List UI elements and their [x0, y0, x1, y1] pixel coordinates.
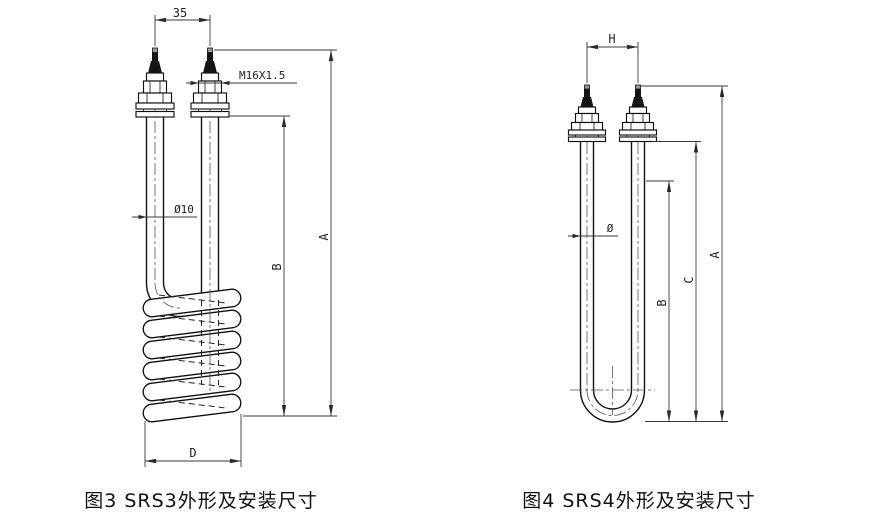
srs3-thread-label: M16X1.5	[239, 69, 285, 82]
srs4-dim-b-label: B	[655, 299, 669, 306]
srs4-left-terminal	[567, 84, 607, 143]
srs3-coil	[142, 288, 242, 423]
srs3-caption: 图3 SRS3外形及安装尺寸	[84, 490, 318, 512]
srs4-dim-b: B	[646, 180, 674, 422]
figure-srs4: H Ø A C B 图4 SRS4外形及安装尺寸	[522, 32, 756, 512]
srs4-tube	[579, 141, 646, 423]
srs3-dim-thread: M16X1.5	[186, 69, 297, 86]
srs3-dim-a-label: A	[317, 233, 331, 241]
srs4-diameter-label: Ø	[607, 222, 614, 235]
srs3-dim-diameter: Ø10	[132, 203, 197, 220]
srs3-diameter-label: Ø10	[174, 203, 194, 216]
srs3-centerlines	[154, 100, 211, 392]
srs3-dim-a: A	[214, 49, 337, 416]
srs3-left-terminal	[135, 47, 175, 118]
srs3-right-terminal	[190, 47, 230, 118]
srs4-right-terminal	[618, 84, 658, 143]
srs3-pitch-label: 35	[173, 6, 187, 20]
srs4-dim-a: A	[641, 85, 728, 422]
figure-srs3: 35 M16X1.5 Ø10 A B	[84, 6, 337, 512]
srs4-dim-diameter: Ø	[568, 222, 618, 239]
srs3-dim-b: B	[229, 115, 290, 416]
srs3-dim-d: D	[144, 414, 242, 467]
srs3-dim-d-label: D	[189, 446, 196, 460]
srs3-dim-b-label: B	[270, 263, 284, 270]
srs4-dim-a-label: A	[708, 251, 722, 259]
srs4-dim-pitch: H	[586, 32, 639, 83]
srs4-dim-c-label: C	[682, 276, 696, 283]
srs4-caption: 图4 SRS4外形及安装尺寸	[522, 490, 756, 512]
srs3-dim-pitch: 35	[154, 6, 211, 46]
srs4-pitch-label: H	[608, 32, 615, 46]
srs4-dim-c: C	[652, 141, 701, 422]
srs3-right-tube	[200, 117, 220, 303]
srs4-centerlines	[570, 100, 655, 416]
